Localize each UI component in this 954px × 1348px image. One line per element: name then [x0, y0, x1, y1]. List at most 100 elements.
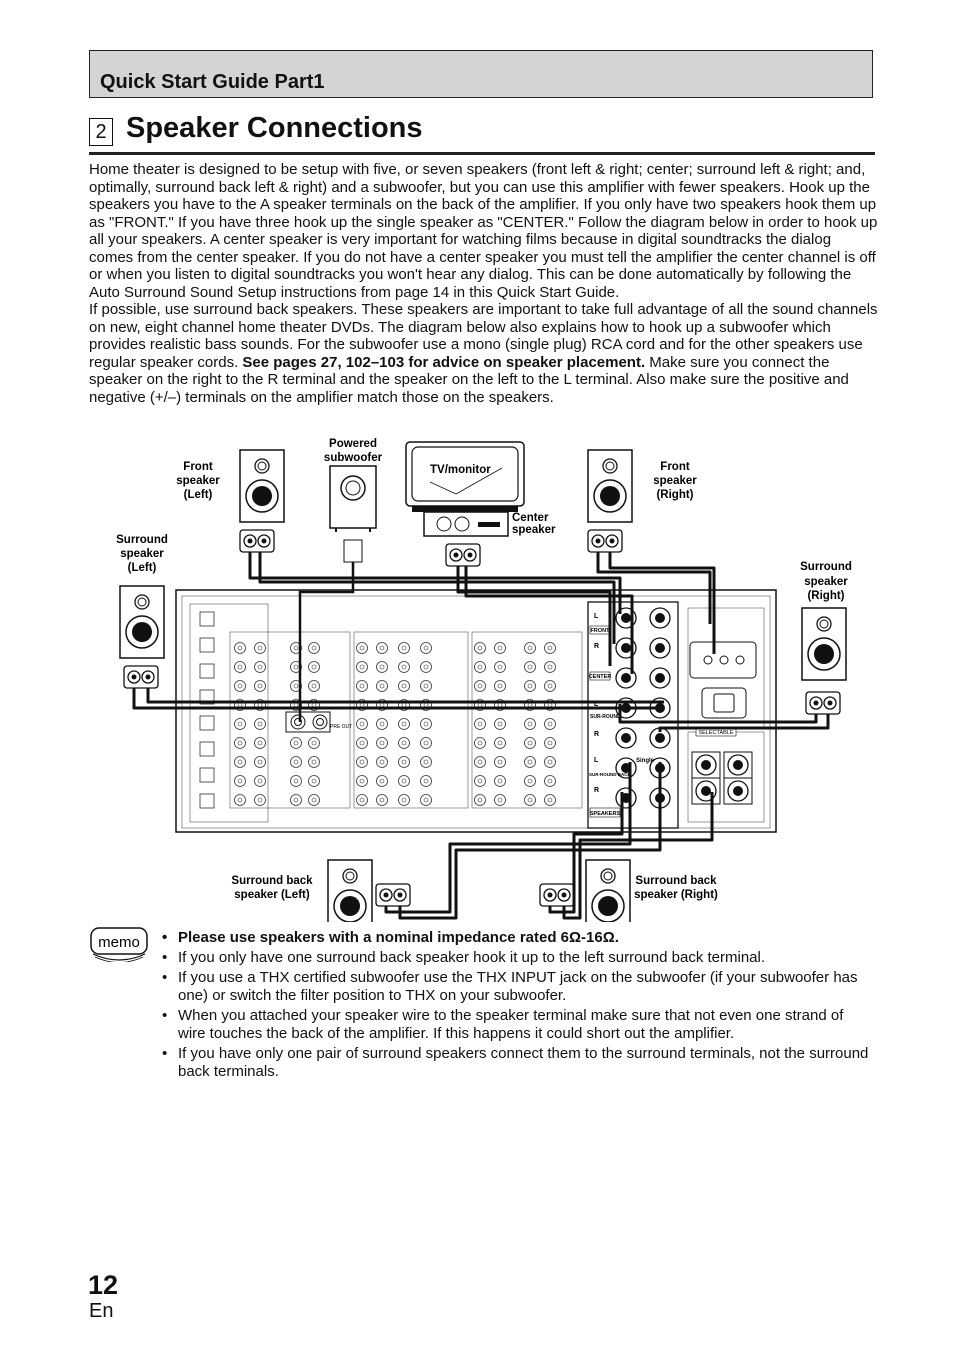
- rca-jack: [398, 737, 410, 749]
- rca-jack: [494, 680, 506, 692]
- terminal-speakers-label: SPEAKERS: [590, 811, 621, 817]
- rca-jack: [308, 794, 320, 806]
- rca-jack: [234, 794, 246, 806]
- rca-jack: [524, 718, 536, 730]
- rca-jack: [234, 642, 246, 654]
- rca-jack: [420, 775, 432, 787]
- terminal-front-l: L: [594, 613, 599, 620]
- label-back-right-1: Surround back: [635, 875, 717, 887]
- speaker-connection-diagram: FRONT L R CENTER L SUR-ROUND R L SUR-ROU…: [116, 438, 852, 922]
- rca-jack: [254, 642, 266, 654]
- rca-jack: [356, 737, 368, 749]
- optical-jack: [199, 741, 215, 757]
- rca-jack: [376, 661, 388, 673]
- label-front-left-3: (Left): [184, 489, 213, 501]
- preout-label: PRE OUT: [330, 724, 352, 730]
- rca-jack: [254, 737, 266, 749]
- rca-jack: [474, 794, 486, 806]
- rca-jack: [234, 680, 246, 692]
- rca-jack: [254, 756, 266, 768]
- rca-jack: [376, 775, 388, 787]
- label-center-1: Center: [512, 512, 549, 524]
- rca-jack: [474, 718, 486, 730]
- optical-jack: [199, 715, 215, 731]
- rca-jack: [234, 718, 246, 730]
- rca-jack: [420, 680, 432, 692]
- rca-jack: [420, 661, 432, 673]
- label-front-right-3: (Right): [656, 489, 693, 501]
- label-back-left-2: speaker (Left): [234, 889, 310, 901]
- rca-jack: [290, 756, 302, 768]
- terminal-front-label: FRONT: [591, 628, 611, 634]
- memo-item: When you attached your speaker wire to t…: [160, 1007, 875, 1043]
- front-left-speaker: [239, 449, 285, 553]
- selectable-label: SELECTABLE: [698, 730, 733, 736]
- rca-jack: [420, 794, 432, 806]
- rca-jack: [254, 794, 266, 806]
- page-title: 2 Speaker Connections: [89, 112, 875, 155]
- memo-badge-text: memo: [98, 934, 140, 951]
- rca-jack: [544, 661, 556, 673]
- optical-jack: [199, 663, 215, 679]
- memo-icon: memo: [90, 927, 148, 962]
- subwoofer-cable: [298, 562, 355, 722]
- rca-jack: [494, 737, 506, 749]
- rca-jack: [398, 661, 410, 673]
- terminal-center-label: CENTER: [589, 674, 612, 680]
- tv-monitor: TV/monitor: [405, 441, 525, 512]
- rca-jack: [376, 737, 388, 749]
- rca-jack: [398, 642, 410, 654]
- memo-item: Please use speakers with a nominal imped…: [160, 929, 875, 947]
- label-back-right-2: speaker (Right): [634, 889, 718, 901]
- terminal-surround-label: SUR-ROUND: [590, 714, 621, 720]
- terminal-back-l: L: [594, 757, 599, 764]
- rca-jack: [544, 680, 556, 692]
- rca-jack: [356, 680, 368, 692]
- terminal-back-r: R: [594, 787, 599, 794]
- rca-jack: [376, 642, 388, 654]
- rca-jack: [376, 718, 388, 730]
- center-speaker: [423, 511, 509, 567]
- rca-jack: [474, 775, 486, 787]
- rca-jack: [376, 680, 388, 692]
- rca-jack: [420, 756, 432, 768]
- rca-jack: [544, 737, 556, 749]
- rca-jack: [398, 718, 410, 730]
- subwoofer: [329, 465, 377, 563]
- terminal-back-label: SUR-ROUND BACK: [589, 772, 631, 777]
- rca-jack: [254, 775, 266, 787]
- rca-jack: [494, 718, 506, 730]
- tv-label: TV/monitor: [430, 464, 491, 476]
- section-title: Quick Start Guide Part1: [100, 71, 325, 93]
- label-front-left-2: speaker: [176, 475, 220, 487]
- rca-jack: [524, 661, 536, 673]
- terminal-front-r: R: [594, 643, 599, 650]
- memo-item: If you use a THX certified subwoofer use…: [160, 969, 875, 1005]
- rca-jack: [420, 642, 432, 654]
- section-number: 2: [89, 118, 113, 146]
- rca-jack: [356, 756, 368, 768]
- rca-jack: [356, 794, 368, 806]
- rca-jack: [234, 775, 246, 787]
- memo-notes: Please use speakers with a nominal imped…: [160, 929, 875, 1083]
- rca-jack: [308, 642, 320, 654]
- optical-jack: [199, 637, 215, 653]
- rca-jack: [474, 642, 486, 654]
- rca-jack: [234, 661, 246, 673]
- label-surround-left-3: (Left): [128, 562, 157, 574]
- rca-jack: [356, 661, 368, 673]
- rca-jack: [234, 737, 246, 749]
- rca-jack: [398, 794, 410, 806]
- rca-jack: [474, 661, 486, 673]
- rca-jack: [494, 756, 506, 768]
- rca-jack: [524, 737, 536, 749]
- rca-jack: [290, 737, 302, 749]
- rca-jack: [420, 737, 432, 749]
- page-number: 12: [88, 1270, 119, 1300]
- label-surround-right-2: speaker: [804, 576, 848, 588]
- rca-jack: [308, 680, 320, 692]
- terminal-single-label: Single: [636, 758, 655, 764]
- intro-paragraph-2: If possible, use surround back speakers.…: [89, 301, 878, 406]
- rca-jack: [398, 756, 410, 768]
- rca-jack: [290, 794, 302, 806]
